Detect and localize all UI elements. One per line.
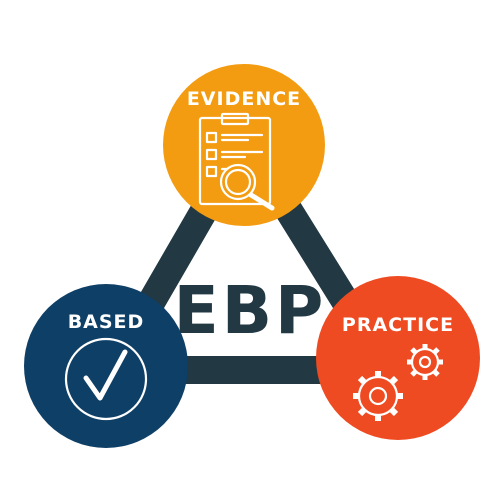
evidence-node: EVIDENCE: [163, 64, 325, 226]
gears-icon: [353, 344, 443, 421]
based-node: BASED: [24, 284, 188, 448]
practice-node: PRACTICE: [316, 276, 480, 440]
based-label: BASED: [68, 311, 145, 333]
evidence-circle: [163, 64, 325, 226]
practice-circle: [316, 276, 480, 440]
checkmark-icon: [64, 337, 148, 421]
center-label: EBP: [174, 272, 327, 349]
practice-label: PRACTICE: [342, 314, 454, 336]
triangle-frame: [98, 126, 402, 384]
clipboard-magnifier-icon: [198, 112, 275, 211]
based-circle: [24, 284, 188, 448]
evidence-label: EVIDENCE: [187, 88, 301, 110]
